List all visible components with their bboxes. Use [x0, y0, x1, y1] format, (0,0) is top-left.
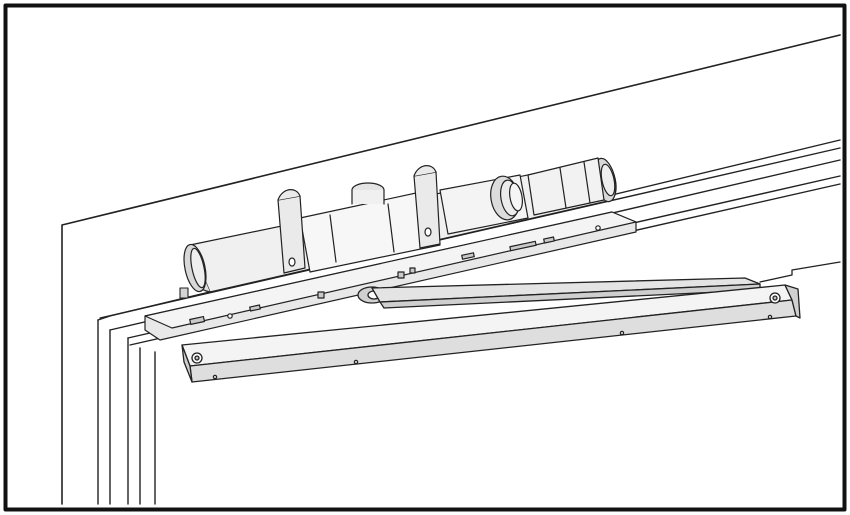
- door-leaf: [759, 261, 841, 283]
- closer-body: [183, 157, 617, 293]
- main-arm: [371, 277, 761, 309]
- mounting-plate: [144, 211, 637, 341]
- wall-header: [61, 34, 841, 505]
- arm-track: [181, 284, 801, 383]
- plate-fastener: [179, 287, 189, 299]
